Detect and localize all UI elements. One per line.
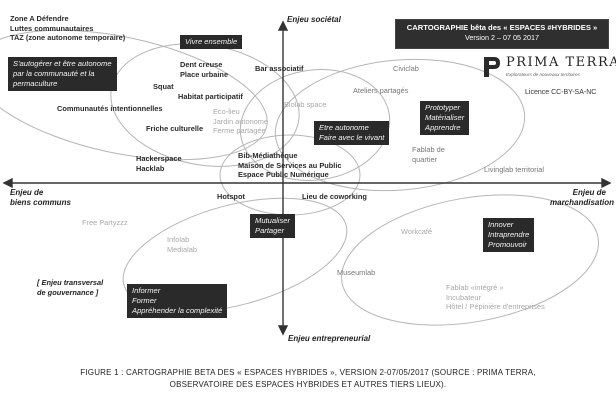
prima-terra-icon	[484, 57, 500, 77]
label-livinglab: Livinglab territorial	[484, 165, 544, 174]
box-autogerer-line2: par la communauté et la	[13, 69, 95, 78]
label-fablab-integre-line3: Hôtel / Pépinière d'entreprises	[446, 302, 545, 311]
figure-caption-line2: OBSERVATOIRE DES ESPACES HYBRIDES ET AUT…	[169, 380, 447, 389]
box-autonome-line1: Etre autonome	[319, 123, 369, 132]
label-fablab-integre-line2: Incubateur	[446, 292, 481, 302]
transversal-label-line2: de gouvernance ]	[37, 288, 99, 297]
label-workcafe: Workcafé	[401, 227, 433, 236]
box-vivre-line1: Vivre ensemble	[185, 37, 238, 46]
label-museumlab: Museumlab	[337, 268, 376, 277]
label-squat: Squat	[153, 82, 174, 91]
brand-name: PRIMA TERRA	[506, 55, 616, 70]
cluster-ellipse-informer	[122, 197, 348, 313]
brand-tagline: Explorateurs de nouveaux territoires	[506, 72, 580, 77]
label-friche: Friche culturelle	[146, 124, 204, 133]
label-bar-associatif: Bar associatif	[255, 64, 304, 73]
label-biolab: Biolab space	[284, 100, 327, 109]
axis-label-left-line2: biens communs	[10, 198, 71, 207]
axis-label-right: Enjeu de marchandisation	[550, 188, 615, 208]
label-bib-line2: Maison de Services au Public	[238, 160, 342, 170]
label-zone-line1: Zone A Défendre	[10, 14, 69, 23]
transversal-label-line1: [ Enjeu transversal	[37, 278, 104, 287]
label-fablab-integre: Fablab «intégré » Incubateur Hôtel / Pép…	[446, 283, 545, 312]
axis-arrow-bottom	[277, 325, 289, 336]
cluster-ellipse-innover	[341, 194, 599, 326]
label-habitat: Habitat participatif	[178, 92, 243, 101]
label-freeparty: Free Partyzzz	[82, 218, 128, 227]
box-prototyper: Prototyper Matérialiser Apprendre	[420, 101, 470, 135]
axis-label-bottom: Enjeu entrepreneurial	[288, 334, 371, 343]
cluster-ellipse-autogestion	[0, 29, 268, 161]
label-hackerspace-line2: Hacklab	[136, 163, 165, 173]
axis-arrow-left	[2, 177, 13, 189]
cluster-ellipse-autonome	[239, 69, 391, 181]
label-infolab-line1: Infolab	[167, 235, 190, 244]
label-fablab-integre-line1: Fablab «intégré »	[446, 283, 504, 292]
label-dent-line2: Place urbaine	[180, 69, 229, 79]
label-fablab-quartier: Fablab de quartier	[412, 145, 445, 164]
box-autogerer: S'autogérer et être autonome par la comm…	[8, 57, 117, 91]
box-prototyper-line2: Matérialiser	[425, 113, 465, 122]
transversal-label: [ Enjeu transversal de gouvernance ]	[37, 278, 103, 298]
figure-caption-line1: FIGURE 1 : CARTOGRAPHIE BETA DES « ESPAC…	[80, 368, 536, 377]
axis-label-left: Enjeu de biens communs	[10, 188, 71, 208]
box-vivre-ensemble: Vivre ensemble	[180, 35, 243, 49]
box-prototyper-line3: Apprendre	[425, 123, 461, 132]
box-informer: Informer Former Appréhender la complexit…	[127, 284, 228, 318]
label-communautes: Communautés intentionnelles	[57, 104, 163, 113]
axis-label-right-line2: marchandisation	[550, 198, 615, 207]
label-bib-line3: Espace Public Numérique	[238, 170, 329, 179]
label-zone-line2: Luttes communautaires	[10, 23, 94, 33]
label-ecolieu-line3: Ferme partagée	[213, 126, 266, 135]
box-innover: Innover Intraprendre Promouvoir	[483, 218, 535, 252]
box-mutualiser-line2: Partager	[255, 226, 285, 235]
box-informer-line2: Former	[132, 296, 157, 305]
label-dent-line1: Dent creuse	[180, 60, 223, 69]
box-mutualiser-line1: Mutualiser	[255, 216, 291, 225]
axis-arrow-top	[277, 20, 289, 31]
box-innover-line3: Promouvoir	[488, 240, 527, 249]
box-etre-autonome: Etre autonome Faire avec le vivant	[314, 121, 390, 145]
label-zone-line3: TAZ (zone autonome temporaire)	[10, 33, 126, 42]
label-ecolieu: Eco-lieu Jardin autonome Ferme partagée	[213, 107, 268, 136]
box-innover-line1: Innover	[488, 220, 514, 229]
label-hackerspace: Hackerspace Hacklab	[136, 154, 182, 173]
box-informer-line3: Appréhender la complexité	[132, 306, 223, 315]
axis-label-right-line1: Enjeu de	[572, 188, 606, 197]
label-fablab-quartier-line1: Fablab de	[412, 145, 445, 154]
label-bib: Bib-Médiathèque Maison de Services au Pu…	[238, 151, 342, 180]
box-autogerer-line1: S'autogérer et être autonome	[13, 59, 112, 68]
label-infolab: Infolab Medialab	[167, 235, 197, 254]
title-box: CARTOGRAPHIE bêta des « ESPACES #HYBRIDE…	[395, 19, 609, 49]
licence: Licence CC-BY-SA-NC	[525, 89, 597, 96]
box-autogerer-line3: permaculture	[13, 79, 58, 88]
label-bib-line1: Bib-Médiathèque	[238, 151, 298, 160]
axis-label-top: Enjeu sociétal	[287, 15, 341, 24]
label-coworking: Lieu de coworking	[302, 192, 367, 201]
box-informer-line1: Informer	[132, 286, 161, 295]
label-civiclab: Civiclab	[393, 64, 419, 73]
label-ecolieu-line1: Eco-lieu	[213, 107, 240, 116]
label-infolab-line2: Medialab	[167, 244, 197, 254]
axis-label-left-line1: Enjeu de	[10, 188, 44, 197]
box-prototyper-line1: Prototyper	[425, 103, 461, 112]
label-dent-creuse: Dent creuse Place urbaine	[180, 60, 228, 79]
figure-caption: FIGURE 1 : CARTOGRAPHIE BETA DES « ESPAC…	[0, 367, 616, 391]
map-canvas	[0, 20, 612, 336]
map-title: CARTOGRAPHIE bêta des « ESPACES #HYBRIDE…	[406, 23, 598, 32]
label-fablab-quartier-line2: quartier	[412, 154, 438, 164]
box-autonome-line2: Faire avec le vivant	[319, 133, 385, 142]
label-ateliers: Ateliers partagés	[353, 86, 409, 95]
label-hotspot: Hotspot	[217, 192, 245, 201]
label-zone: Zone A Défendre Luttes communautaires TA…	[10, 14, 125, 43]
box-mutualiser: Mutualiser Partager	[250, 214, 296, 238]
label-ecolieu-line2: Jardin autonome	[213, 116, 269, 126]
map-version: Version 2 – 07 05 2017	[465, 33, 539, 42]
label-hackerspace-line1: Hackerspace	[136, 154, 182, 163]
box-innover-line2: Intraprendre	[488, 230, 530, 239]
axis-arrow-right	[601, 177, 612, 189]
